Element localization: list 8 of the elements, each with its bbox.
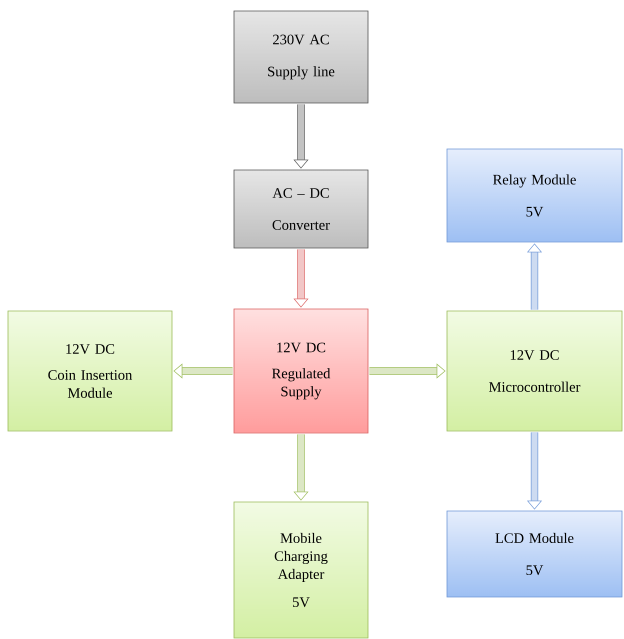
- block-box: 12V DC Coin Insertion Module: [8, 310, 172, 432]
- block-box: Relay Module 5V: [446, 148, 622, 242]
- block-box: LCD Module 5V: [446, 510, 622, 598]
- block-box: 230V AC Supply line: [234, 10, 368, 104]
- block-box: AC – DC Converter: [234, 170, 368, 248]
- block-box: 12V DC Regulated Supply: [234, 308, 368, 434]
- block-box: 12V DC Microcontroller: [446, 310, 622, 432]
- block-box: Mobile Charging Adapter 5V: [234, 502, 368, 638]
